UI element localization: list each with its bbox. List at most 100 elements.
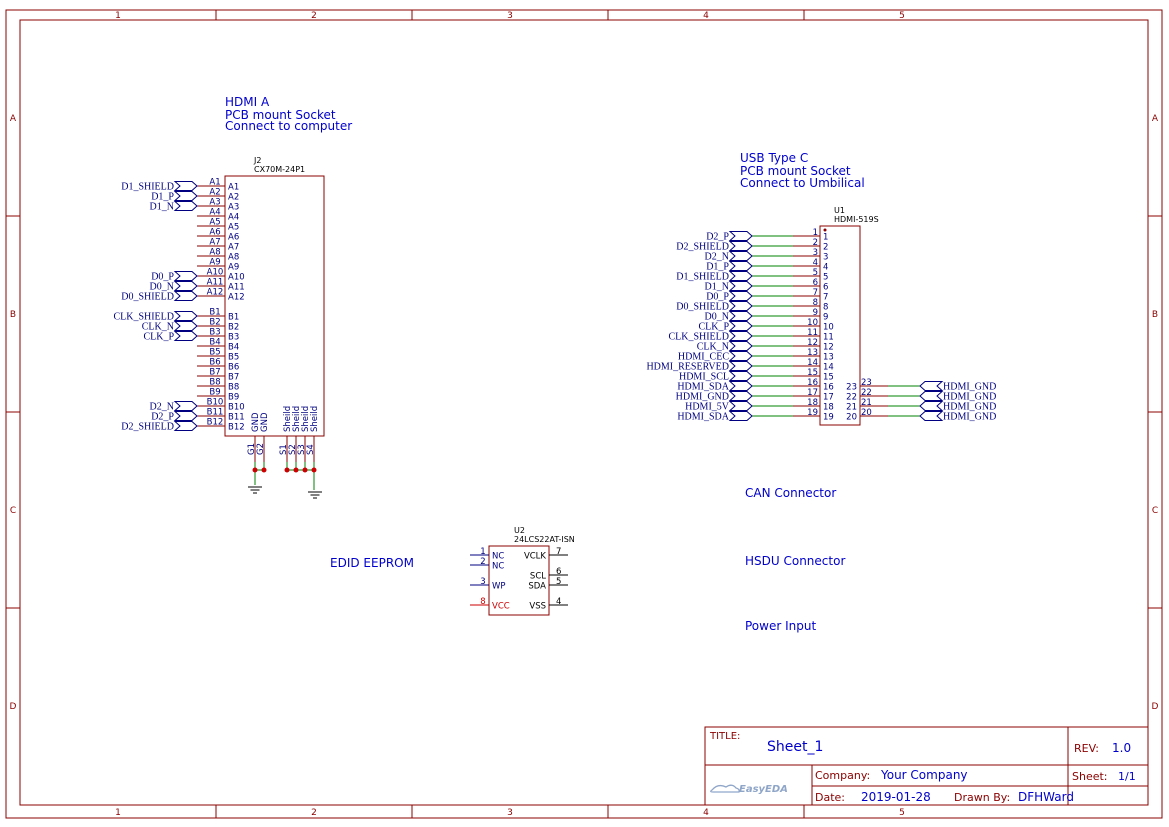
u1-net-label: CLK_P	[698, 322, 729, 333]
net-port-flag	[173, 201, 198, 211]
drawn-by-label: Drawn By:	[954, 791, 1010, 804]
u1-pin-number: 4	[813, 258, 818, 268]
date-label: Date:	[815, 791, 845, 804]
u1-pin-name: 1	[823, 233, 828, 243]
j2-pin-number: B6	[209, 358, 220, 368]
j2-pin-name: A7	[228, 243, 239, 253]
j2-pin-number: A1	[209, 178, 220, 188]
note-usb-c-line2: PCB mount Socket	[740, 164, 851, 178]
u1-pin-number: 22	[861, 388, 872, 398]
j2-pin-number: B4	[209, 338, 220, 348]
net-port-flag	[728, 321, 753, 331]
net-port-flag	[728, 371, 753, 381]
easyeda-logo-text: EasyEDA	[739, 784, 788, 795]
net-port-flag	[728, 341, 753, 351]
u1-net-label: HDMI_5V	[685, 402, 730, 413]
u2-pin-number: 6	[556, 567, 561, 577]
sheet-label: Sheet:	[1072, 770, 1108, 783]
u1-pin-name: 16	[823, 383, 834, 393]
j2-net-label: D0_N	[150, 282, 174, 293]
frame-col-label-top: 1	[115, 11, 121, 21]
net-port-flag	[173, 311, 198, 321]
j2-pin-number: A11	[207, 278, 224, 288]
note-edid-eeprom: EDID EEPROM	[330, 556, 414, 570]
u1-pin-number: 5	[813, 268, 818, 278]
u2-pin-name: WP	[492, 582, 506, 592]
j2-pin-name: B9	[228, 393, 239, 403]
note-can-connector: CAN Connector	[745, 486, 836, 500]
u2-pin-number: 2	[480, 557, 485, 567]
u1-pin-name: 23	[846, 383, 857, 393]
j2-pin-name: B7	[228, 373, 239, 383]
note-usb-c-line3: Connect to Umbilical	[740, 176, 865, 190]
u1-pin-number: 15	[807, 368, 818, 378]
j2-pin-name: B6	[228, 363, 239, 373]
j2-pin-name: B11	[228, 413, 245, 423]
easyeda-logo: EasyEDA	[710, 784, 788, 795]
net-port-flag	[173, 401, 198, 411]
frame-col-label-bottom: 3	[507, 808, 513, 818]
u1-pin-number: 17	[807, 388, 818, 398]
j2-pin-name: A11	[228, 283, 245, 293]
company-value: Your Company	[880, 768, 968, 782]
u1-pin-number: 16	[807, 378, 818, 388]
j2-bottom-pin-name: GND	[260, 412, 270, 432]
j2-net-label: D2_P	[151, 412, 174, 423]
u1-net-label: D0_SHIELD	[676, 302, 729, 313]
u1-net-label: D2_SHIELD	[676, 242, 729, 253]
j2-bottom-pins: GNDG1GNDG2SheildS1SheildS2SheildS3Sheild…	[247, 406, 320, 462]
u1-pin-name: 3	[823, 253, 828, 263]
j2-pin-name: A1	[228, 183, 239, 193]
j2-pin-name: B5	[228, 353, 239, 363]
u1-net-label: CLK_N	[697, 342, 729, 353]
u1-pin-name: 14	[823, 363, 834, 373]
j2-bottom-pin-number: S4	[306, 444, 316, 455]
j2-designator: J2	[253, 156, 261, 165]
frame-row-label-left: A	[10, 114, 17, 124]
u1-pin-name: 18	[823, 403, 834, 413]
u2-pin-name: SCL	[530, 572, 546, 582]
net-port-flag	[919, 381, 944, 391]
u1-pin-name: 9	[823, 313, 828, 323]
u1-pin-number: 20	[861, 408, 872, 418]
u1-pin-number: 19	[807, 408, 818, 418]
j2-pin-name: A12	[228, 293, 245, 303]
frame-row-label-left: D	[10, 702, 17, 712]
j2-pin-name: A2	[228, 193, 239, 203]
junction-dot	[311, 467, 317, 473]
u1-pin-name: 17	[823, 393, 834, 403]
j2-pin-number: A2	[209, 188, 220, 198]
frame-col-label-bottom: 1	[115, 808, 121, 818]
net-port-flag	[728, 301, 753, 311]
u2-body	[488, 545, 550, 616]
u1-pin-number: 7	[813, 288, 818, 298]
j2-pin-number: B5	[209, 348, 220, 358]
junction-dot	[261, 467, 267, 473]
j2-net-label: D0_SHIELD	[121, 292, 174, 303]
j2-pin-number: B12	[207, 418, 224, 428]
j2-net-label: D1_SHIELD	[121, 182, 174, 193]
u2-pin-name: VSS	[529, 602, 546, 612]
net-port-flag	[728, 251, 753, 261]
j2-pin-name: A10	[228, 273, 245, 283]
title-block: TITLE: Sheet_1 REV: 1.0 Company: Your Co…	[704, 726, 1149, 806]
j2-bottom-pin-number: S1	[279, 444, 289, 455]
u1-body	[819, 225, 861, 426]
u1-net-label: D0_P	[706, 292, 729, 303]
j2-pin-name: B10	[228, 403, 245, 413]
u1-pin-number: 3	[813, 248, 818, 258]
net-port-flag	[728, 381, 753, 391]
j2-net-label: D1_N	[150, 202, 174, 213]
j2-bottom-pin-name: GND	[251, 412, 261, 432]
net-port-flag	[728, 311, 753, 321]
u1-net-label: D2_N	[705, 252, 729, 263]
u1-pin-name: 22	[846, 393, 857, 403]
u1-pin1-marker	[823, 228, 827, 232]
